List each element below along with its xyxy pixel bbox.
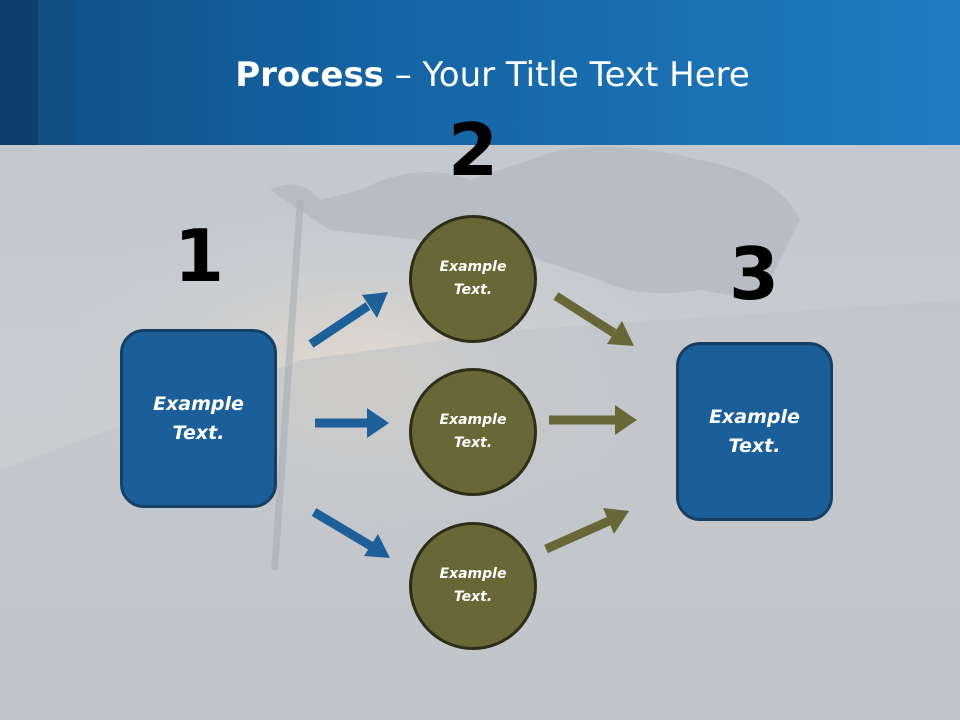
step-3-line-1: Example — [709, 405, 800, 428]
header-accent-mid — [38, 0, 75, 145]
arrow-top-to-3 — [553, 292, 634, 346]
arrow-1-to-top — [308, 292, 388, 348]
arrow-middle-to-3 — [549, 405, 637, 435]
step-1-line-2: Text. — [172, 421, 225, 444]
node-1-line-1: Example — [439, 259, 507, 275]
step-1-line-1: Example — [153, 392, 244, 415]
arrow-1-to-bottom — [311, 508, 390, 558]
step-number-2: 2 — [447, 108, 499, 192]
header-accent-dark — [0, 0, 38, 145]
title-bar — [0, 0, 960, 145]
arrow-bottom-to-3 — [544, 508, 629, 554]
node-3-line-2: Text. — [453, 589, 493, 605]
step-number-1: 1 — [173, 214, 225, 298]
node-1-line-2: Text. — [453, 282, 493, 298]
node-2-line-2: Text. — [453, 435, 493, 451]
arrow-1-to-middle — [315, 408, 389, 438]
slide-title: Process – Your Title Text Here — [0, 52, 960, 98]
step-number-3: 3 — [728, 232, 780, 316]
node-2-line-1: Example — [439, 412, 507, 428]
node-3-line-1: Example — [439, 566, 507, 582]
title-rest: – Your Title Text Here — [383, 55, 750, 95]
title-bold: Process — [235, 55, 384, 95]
step-3-line-2: Text. — [728, 434, 781, 457]
